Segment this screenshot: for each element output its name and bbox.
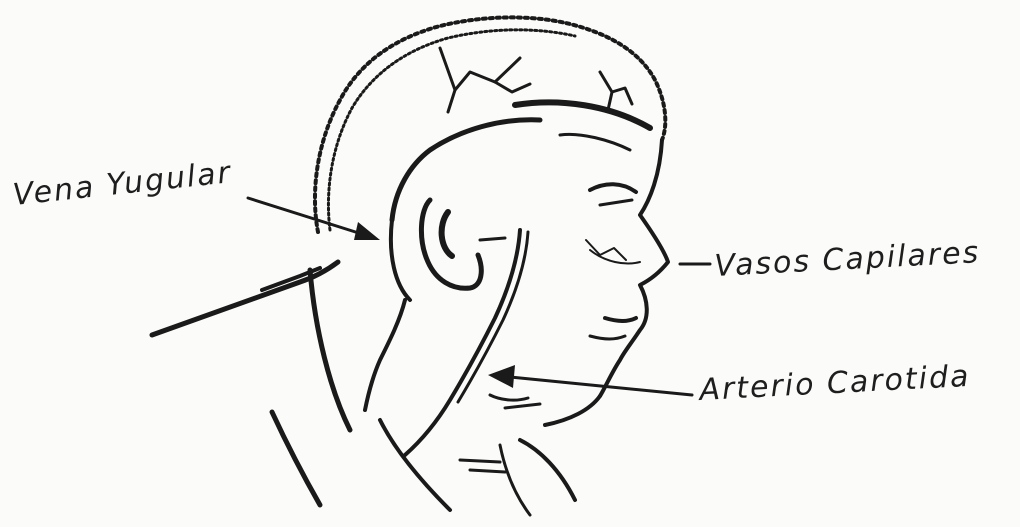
label-arteria-carotida: Arterio Carotida [697,359,972,408]
arrowhead-vena-yugular [354,222,380,240]
pointer-arteria-carotida [488,365,692,395]
label-vasos-capilares: Vasos Capilares [714,235,981,284]
arrowhead-arteria-carotida [488,365,515,388]
jugular-vein [365,300,405,410]
neck [460,395,540,472]
hairline [391,120,540,300]
ear [421,200,505,288]
label-vena-yugular: Vena Yugular [11,155,233,213]
carotid-artery [405,230,528,455]
brow-line [515,102,650,150]
